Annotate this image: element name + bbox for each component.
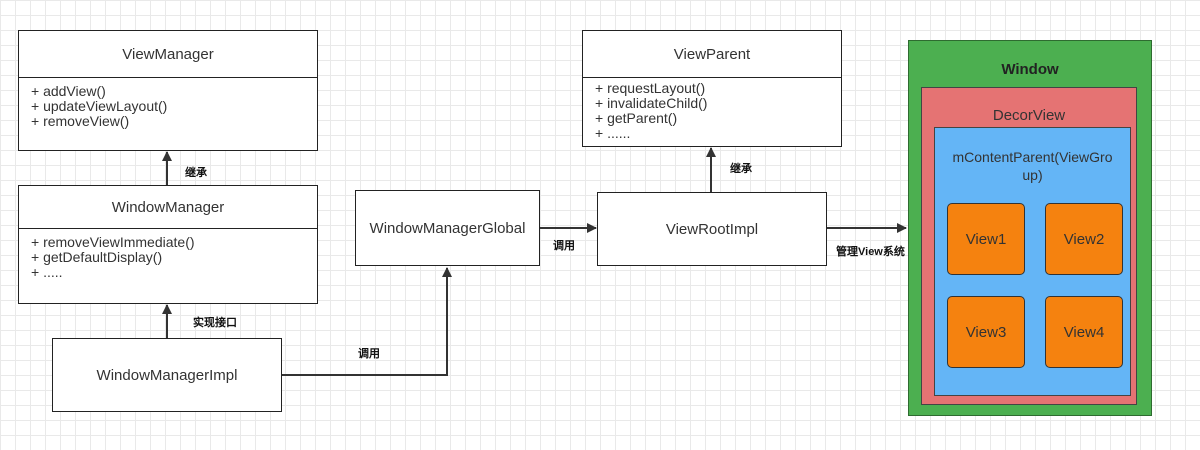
method: + addView() bbox=[31, 83, 106, 99]
windowmanagerimpl-label: WindowManagerImpl bbox=[96, 366, 238, 384]
view3-box[interactable]: View3 bbox=[947, 296, 1025, 368]
view1-label: View1 bbox=[965, 230, 1007, 248]
content-parent-label: mContentParent(ViewGro up) bbox=[952, 149, 1113, 183]
viewparent-name: ViewParent bbox=[583, 31, 841, 78]
view1-box[interactable]: View1 bbox=[947, 203, 1025, 275]
edge-label-manage: 管理View系统 bbox=[836, 246, 905, 258]
method: + invalidateChild() bbox=[595, 95, 708, 111]
edge-label-implement: 实现接口 bbox=[193, 317, 237, 329]
edge-label-inherit: 继承 bbox=[185, 167, 207, 179]
view3-label: View3 bbox=[965, 323, 1007, 341]
method: + getParent() bbox=[595, 110, 678, 126]
method: + ...... bbox=[595, 125, 631, 141]
method: + updateViewLayout() bbox=[31, 98, 168, 114]
viewparent-methods: + requestLayout() + invalidateChild() + … bbox=[583, 78, 841, 141]
windowmanager-class[interactable]: WindowManager + removeViewImmediate() + … bbox=[18, 185, 318, 304]
windowmanager-methods: + removeViewImmediate() + getDefaultDisp… bbox=[19, 229, 317, 280]
window-title: Window bbox=[1001, 61, 1059, 78]
windowmanagerglobal-node[interactable]: WindowManagerGlobal bbox=[355, 190, 540, 266]
windowmanager-name: WindowManager bbox=[19, 186, 317, 229]
viewmanager-methods: + addView() + updateViewLayout() + remov… bbox=[19, 78, 317, 129]
edge-label-inherit: 继承 bbox=[730, 163, 752, 175]
method: + removeView() bbox=[31, 113, 130, 129]
edge-label-call: 调用 bbox=[553, 240, 575, 252]
view4-box[interactable]: View4 bbox=[1045, 296, 1123, 368]
method: + ..... bbox=[31, 264, 63, 280]
windowmanagerimpl-node[interactable]: WindowManagerImpl bbox=[52, 338, 282, 412]
decor-view-label: DecorView bbox=[992, 107, 1066, 124]
method: + removeViewImmediate() bbox=[31, 234, 195, 250]
viewmanager-class[interactable]: ViewManager + addView() + updateViewLayo… bbox=[18, 30, 318, 151]
viewparent-class[interactable]: ViewParent + requestLayout() + invalidat… bbox=[582, 30, 842, 147]
method: + requestLayout() bbox=[595, 80, 706, 96]
windowmanagerglobal-label: WindowManagerGlobal bbox=[369, 219, 526, 237]
edge-impl-to-global bbox=[282, 267, 452, 376]
view2-box[interactable]: View2 bbox=[1045, 203, 1123, 275]
method: + getDefaultDisplay() bbox=[31, 249, 163, 265]
edge-label-call: 调用 bbox=[358, 348, 380, 360]
viewrootimpl-node[interactable]: ViewRootImpl bbox=[597, 192, 827, 266]
viewrootimpl-label: ViewRootImpl bbox=[665, 220, 759, 238]
view4-label: View4 bbox=[1063, 323, 1105, 341]
viewmanager-name: ViewManager bbox=[19, 31, 317, 78]
view2-label: View2 bbox=[1063, 230, 1105, 248]
